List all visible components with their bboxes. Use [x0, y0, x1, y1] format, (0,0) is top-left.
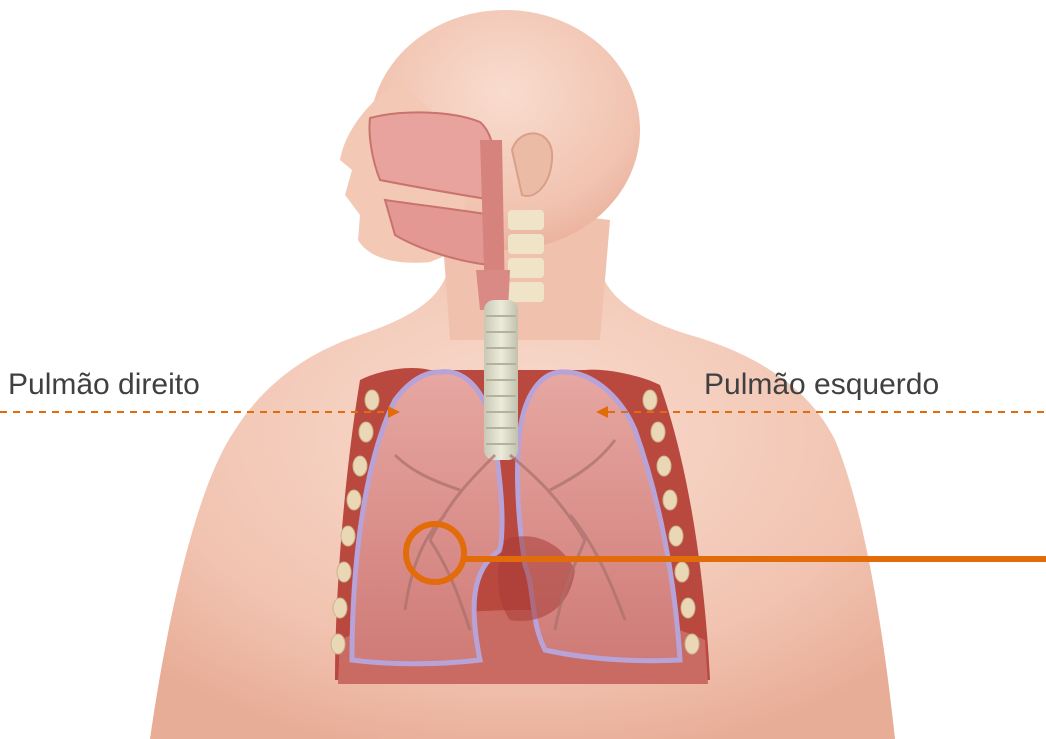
vertebra [508, 258, 544, 278]
vertebra [508, 210, 544, 230]
vertebra [508, 234, 544, 254]
vertebra [508, 282, 544, 302]
left-lung-label: Pulmão esquerdo [704, 367, 939, 403]
right-lung-label: Pulmão direito [8, 367, 200, 403]
